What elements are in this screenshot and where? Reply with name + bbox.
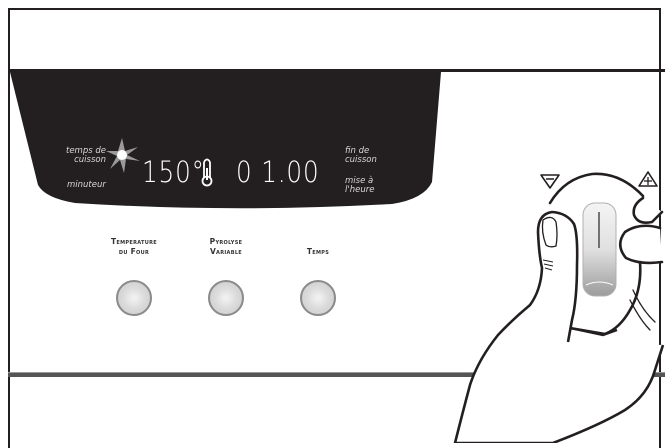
temperature-readout: 150° xyxy=(142,155,205,189)
minus-icon xyxy=(540,174,560,189)
panel-top-divider xyxy=(8,69,665,72)
finger xyxy=(618,224,664,265)
label-line: du Four xyxy=(118,247,150,256)
label-line: Temps xyxy=(306,247,330,256)
thumb xyxy=(453,210,665,443)
knob-grip xyxy=(582,202,617,297)
thumbnail xyxy=(541,216,558,248)
label-line: Pyrolyse xyxy=(209,237,243,246)
cooking-time-label: temps de cuisson xyxy=(66,146,106,165)
variable-pyrolysis-button[interactable] xyxy=(208,280,244,316)
display-background xyxy=(10,72,441,209)
plus-icon xyxy=(638,171,658,187)
time-label: Temps xyxy=(268,247,368,257)
thermometer-icon xyxy=(201,158,213,187)
timer-label: minuteur xyxy=(67,180,106,190)
blinking-star-icon xyxy=(106,138,140,173)
time-readout: 0 1.00 xyxy=(236,155,320,189)
label-line: Temperature xyxy=(111,237,157,246)
knob-outline xyxy=(548,172,645,205)
variable-pyrolysis-label: Pyrolyse Variable xyxy=(176,237,276,257)
time-button[interactable] xyxy=(300,280,336,316)
end-of-cooking-label: fin de cuisson xyxy=(345,146,377,165)
oven-temperature-button[interactable] xyxy=(116,280,152,316)
oven-temperature-label: Temperature du Four xyxy=(84,237,184,257)
panel-bottom-divider xyxy=(8,372,665,377)
clock-set-label: mise à l'heure xyxy=(345,176,375,195)
label-line: Variable xyxy=(209,247,243,256)
finger xyxy=(632,196,664,224)
